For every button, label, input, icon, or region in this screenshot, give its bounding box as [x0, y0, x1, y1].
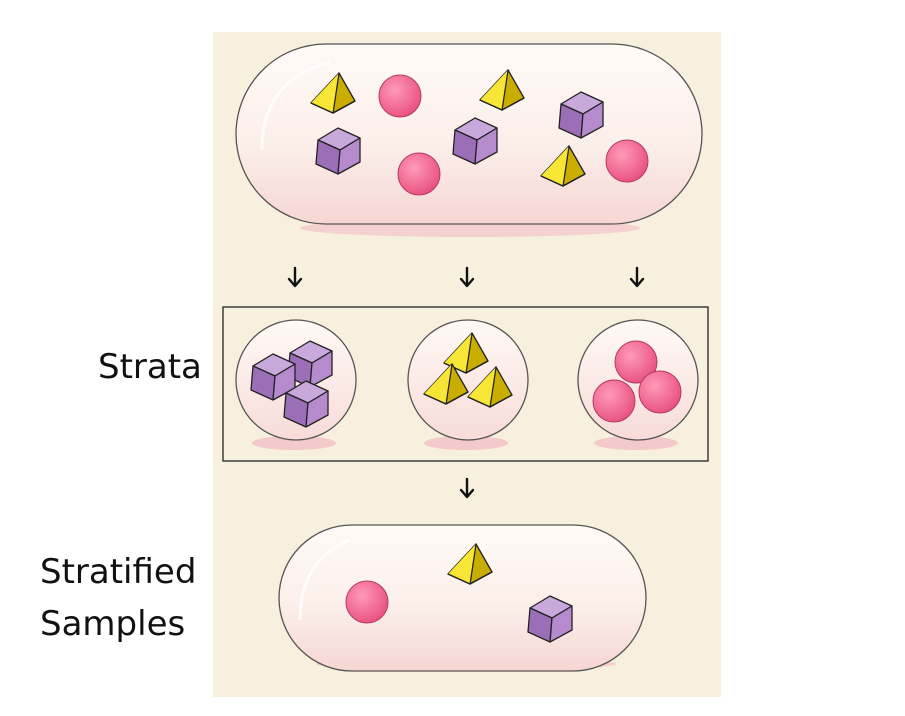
pink-sphere-icon — [397, 152, 441, 196]
arrow-down-icon — [629, 266, 645, 288]
stratum-cubes — [235, 319, 357, 450]
pink-sphere-icon — [378, 74, 422, 118]
pink-sphere-icon — [592, 379, 636, 423]
pink-sphere-icon — [605, 139, 649, 183]
pink-sphere-icon — [345, 580, 389, 624]
stratified-samples-label: Stratified Samples — [40, 546, 196, 650]
stratum-spheres — [577, 319, 699, 450]
sample-container — [278, 524, 647, 672]
arrow-down-icon — [287, 266, 303, 288]
stratified-samples-label-line1: Stratified — [40, 552, 197, 592]
strata-label: Strata — [98, 347, 202, 387]
arrow-down-icon — [459, 477, 475, 499]
pink-sphere-icon — [638, 370, 682, 414]
strata-frame — [222, 306, 709, 462]
stratum-pyramids — [407, 319, 529, 450]
stratified-samples-label-line2: Samples — [40, 604, 186, 644]
arrow-down-icon — [459, 266, 475, 288]
